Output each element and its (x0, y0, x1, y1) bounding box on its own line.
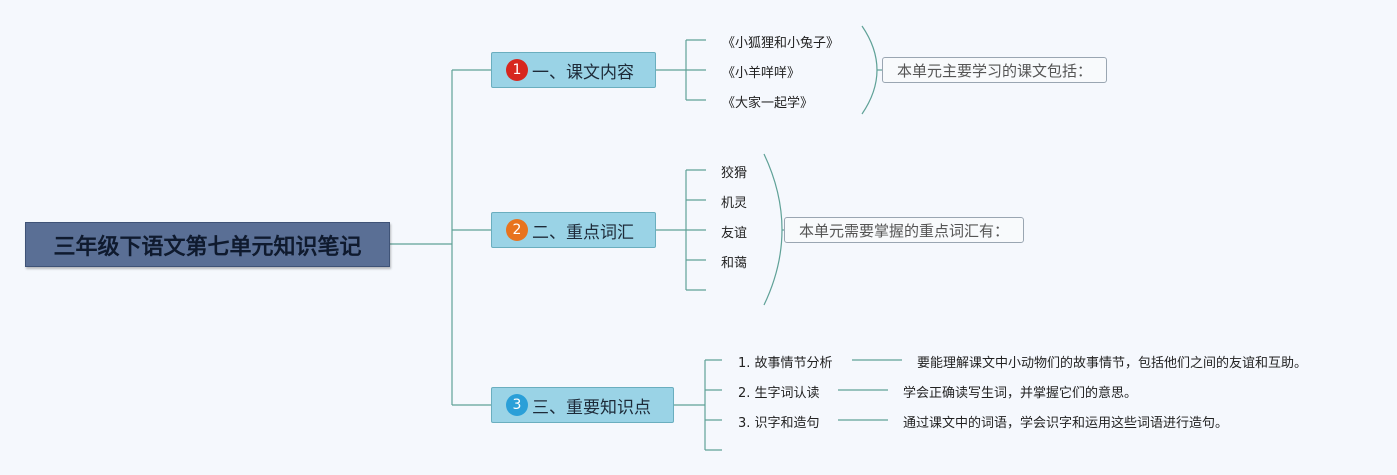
lesson-item[interactable]: 《小羊咩咩》 (722, 66, 801, 81)
lesson-item[interactable]: 《大家一起学》 (722, 96, 814, 111)
number-1-icon: 1 (506, 59, 528, 81)
branch-label: 三、重要知识点 (532, 397, 651, 418)
lesson-item[interactable]: 《小狐狸和小兔子》 (722, 36, 840, 51)
branch-label: 二、重点词汇 (532, 222, 634, 243)
knowledge-point-title[interactable]: 3. 识字和造句 (738, 416, 820, 431)
summary-note[interactable]: 本单元需要掌握的重点词汇有： (784, 217, 1025, 243)
vocab-item[interactable]: 友谊 (721, 226, 748, 241)
number-3-icon: 3 (506, 394, 528, 416)
summary-text: 本单元需要掌握的重点词汇有： (799, 221, 1010, 240)
branch-key-points[interactable]: 3 三、重要知识点 (491, 387, 674, 423)
number-2-icon: 2 (506, 219, 528, 241)
knowledge-point-title[interactable]: 1. 故事情节分析 (738, 356, 833, 371)
knowledge-point-detail[interactable]: 学会正确读写生词，并掌握它们的意思。 (903, 386, 1138, 401)
branch-key-vocabulary[interactable]: 2 二、重点词汇 (491, 212, 656, 248)
branch-course-content[interactable]: 1 一、课文内容 (491, 52, 656, 88)
vocab-item[interactable]: 狡猾 (721, 166, 748, 181)
root-title: 三年级下语文第七单元知识笔记 (53, 234, 362, 260)
summary-text: 本单元主要学习的课文包括： (897, 61, 1093, 80)
vocab-item[interactable]: 和蔼 (721, 256, 748, 271)
branch-label: 一、课文内容 (532, 62, 634, 83)
vocab-item[interactable]: 机灵 (721, 196, 748, 211)
knowledge-point-detail[interactable]: 要能理解课文中小动物们的故事情节，包括他们之间的友谊和互助。 (917, 356, 1308, 371)
summary-note[interactable]: 本单元主要学习的课文包括： (882, 57, 1108, 83)
root-topic[interactable]: 三年级下语文第七单元知识笔记 (25, 222, 390, 267)
knowledge-point-title[interactable]: 2. 生字词认读 (738, 386, 820, 401)
knowledge-point-detail[interactable]: 通过课文中的词语，学会识字和运用这些词语进行造句。 (903, 416, 1229, 431)
